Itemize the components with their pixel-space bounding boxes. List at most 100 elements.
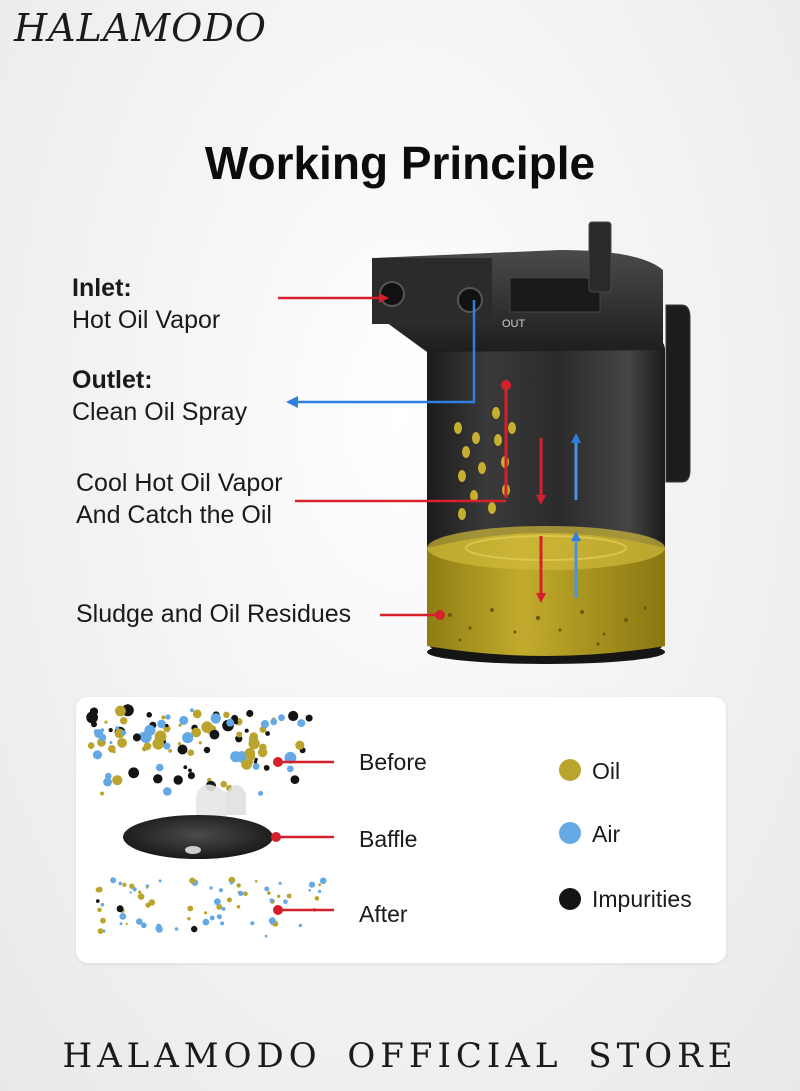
- particle: [115, 705, 126, 717]
- store-footer: HALAMODO OFFICIAL STORE: [62, 1036, 738, 1076]
- particle: [136, 918, 143, 925]
- particle: [209, 729, 220, 740]
- particle: [288, 710, 299, 722]
- particle: [118, 881, 123, 886]
- particle: [129, 891, 132, 894]
- particle: [264, 934, 268, 938]
- sludge-specks: [448, 606, 647, 646]
- particle: [233, 719, 239, 725]
- particle: [210, 713, 221, 724]
- particle: [209, 886, 213, 890]
- particle: [153, 774, 163, 784]
- particle: [132, 733, 141, 742]
- particle: [246, 709, 254, 718]
- particle: [216, 903, 223, 910]
- particle: [244, 748, 256, 759]
- inlet-label: Inlet: Hot Oil Vapor: [72, 272, 220, 336]
- particle: [230, 751, 242, 763]
- particle: [269, 898, 274, 903]
- baffle: [123, 784, 273, 859]
- particle: [305, 714, 313, 722]
- particle: [204, 911, 208, 915]
- particle: [214, 898, 221, 906]
- particle: [278, 714, 285, 722]
- particle: [218, 888, 224, 893]
- baffle-callout-dot: [271, 832, 281, 842]
- inlet-flow-dot: [501, 380, 511, 390]
- particle: [104, 720, 108, 724]
- page-title: Working Principle: [204, 137, 596, 189]
- particle: [110, 877, 117, 884]
- particle: [183, 765, 188, 770]
- particle: [191, 925, 198, 933]
- particle: [128, 767, 140, 779]
- particle: [95, 887, 101, 893]
- particle: [179, 715, 189, 725]
- particle: [229, 881, 233, 885]
- baffle-label: Baffle: [359, 826, 418, 852]
- particle: [244, 728, 249, 733]
- particle: [158, 879, 162, 883]
- particle: [201, 721, 213, 733]
- particle: [226, 897, 232, 903]
- particle: [283, 899, 288, 904]
- particle: [190, 708, 194, 713]
- before-callout-dot: [273, 757, 283, 767]
- particle: [187, 749, 195, 756]
- outlet-heading: Outlet:: [72, 366, 153, 394]
- outlet-port: [457, 287, 483, 313]
- particle: [286, 893, 292, 899]
- inlet-text: Hot Oil Vapor: [72, 306, 221, 334]
- particle: [278, 881, 282, 885]
- particle: [226, 718, 235, 727]
- particle: [247, 759, 253, 765]
- particle: [252, 762, 260, 770]
- particle: [236, 905, 241, 909]
- baffle-disc: [123, 815, 273, 859]
- particle: [236, 883, 241, 888]
- particle: [267, 891, 271, 895]
- after-label: After: [359, 901, 408, 927]
- particle: [189, 877, 196, 884]
- particle: [117, 738, 127, 748]
- outlet-label: Outlet: Clean Oil Spray: [72, 364, 247, 428]
- particle: [140, 731, 152, 743]
- legend-impurities-swatch: [559, 888, 581, 910]
- inlet-port: [379, 281, 405, 307]
- particle: [254, 880, 258, 883]
- particle: [168, 749, 173, 753]
- particle: [148, 899, 156, 906]
- particle: [297, 719, 306, 728]
- particle: [243, 891, 248, 897]
- particle: [286, 765, 294, 773]
- particle: [156, 923, 162, 929]
- filtration-panel: Before Baffle After Oil Air Impurities: [76, 697, 726, 963]
- particle: [137, 893, 145, 900]
- outlet-text: Clean Oil Spray: [72, 398, 248, 426]
- particle: [253, 760, 258, 764]
- particle: [223, 711, 230, 718]
- particle: [173, 775, 183, 785]
- particle: [187, 917, 191, 921]
- particle: [116, 905, 124, 913]
- particle: [318, 889, 322, 893]
- particle: [119, 913, 127, 920]
- particle: [88, 743, 94, 749]
- cap-grip: [509, 277, 601, 313]
- particle: [298, 923, 303, 928]
- particle: [86, 711, 98, 724]
- particle: [191, 727, 202, 738]
- particle: [238, 890, 244, 897]
- particle: [97, 907, 102, 913]
- particle: [228, 876, 236, 884]
- particle: [108, 728, 113, 733]
- particle: [318, 883, 322, 887]
- particle: [192, 709, 202, 719]
- particle: [161, 715, 166, 720]
- particle: [258, 790, 264, 796]
- particle: [100, 902, 105, 907]
- particle: [221, 906, 226, 911]
- particle: [146, 712, 152, 718]
- particle: [248, 738, 260, 750]
